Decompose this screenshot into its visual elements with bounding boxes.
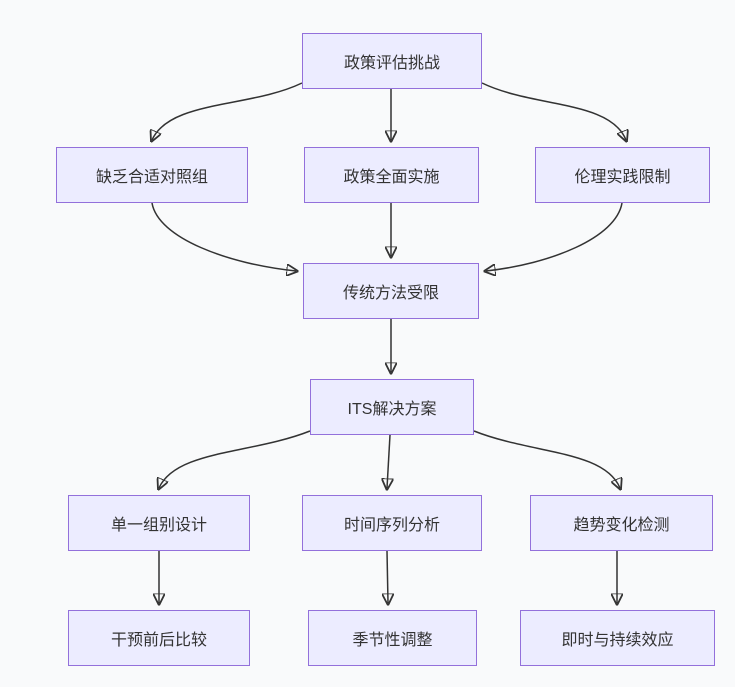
node-traditional-methods-limited: 传统方法受限 [303, 263, 479, 319]
node-traditional-methods-limited-label: 传统方法受限 [342, 285, 439, 302]
node-immediate-sustained-effects: 即时与持续效应 [520, 610, 715, 666]
node-its-solution: ITS解决方案 [310, 379, 474, 435]
node-trend-change-detection-label: 趋势变化检测 [573, 517, 670, 534]
edge-policy-challenge-to-ethics-practice-limits [481, 82, 626, 140]
node-lack-control-group-label: 缺乏合适对照组 [95, 169, 208, 186]
node-pre-post-comparison-label: 干预前后比较 [110, 632, 207, 649]
edge-lack-control-group-to-traditional-methods-limited [151, 202, 296, 271]
node-seasonal-adjustment: 季节性调整 [308, 610, 477, 666]
node-full-implementation-label: 政策全面实施 [343, 169, 440, 186]
edge-time-series-analysis-to-seasonal-adjustment [387, 550, 388, 603]
edge-policy-challenge-to-lack-control-group [152, 82, 303, 140]
node-ethics-practice-limits-label: 伦理实践限制 [574, 169, 671, 186]
edge-its-solution-to-time-series-analysis [387, 434, 390, 488]
node-single-group-design: 单一组别设计 [68, 495, 250, 551]
node-policy-challenge: 政策评估挑战 [302, 33, 482, 89]
edge-its-solution-to-trend-change-detection [473, 430, 620, 488]
node-time-series-analysis: 时间序列分析 [302, 495, 482, 551]
node-time-series-analysis-label: 时间序列分析 [343, 517, 440, 534]
edge-its-solution-to-single-group-design [159, 430, 311, 488]
node-pre-post-comparison: 干预前后比较 [68, 610, 250, 666]
node-policy-challenge-label: 政策评估挑战 [343, 55, 440, 72]
edge-ethics-practice-limits-to-traditional-methods-limited [486, 202, 623, 271]
node-immediate-sustained-effects-label: 即时与持续效应 [561, 632, 674, 649]
node-single-group-design-label: 单一组别设计 [110, 517, 207, 534]
node-full-implementation: 政策全面实施 [304, 147, 479, 203]
node-lack-control-group: 缺乏合适对照组 [56, 147, 248, 203]
node-its-solution-label: ITS解决方案 [347, 401, 437, 418]
node-trend-change-detection: 趋势变化检测 [530, 495, 713, 551]
node-ethics-practice-limits: 伦理实践限制 [535, 147, 710, 203]
node-seasonal-adjustment-label: 季节性调整 [352, 632, 433, 649]
